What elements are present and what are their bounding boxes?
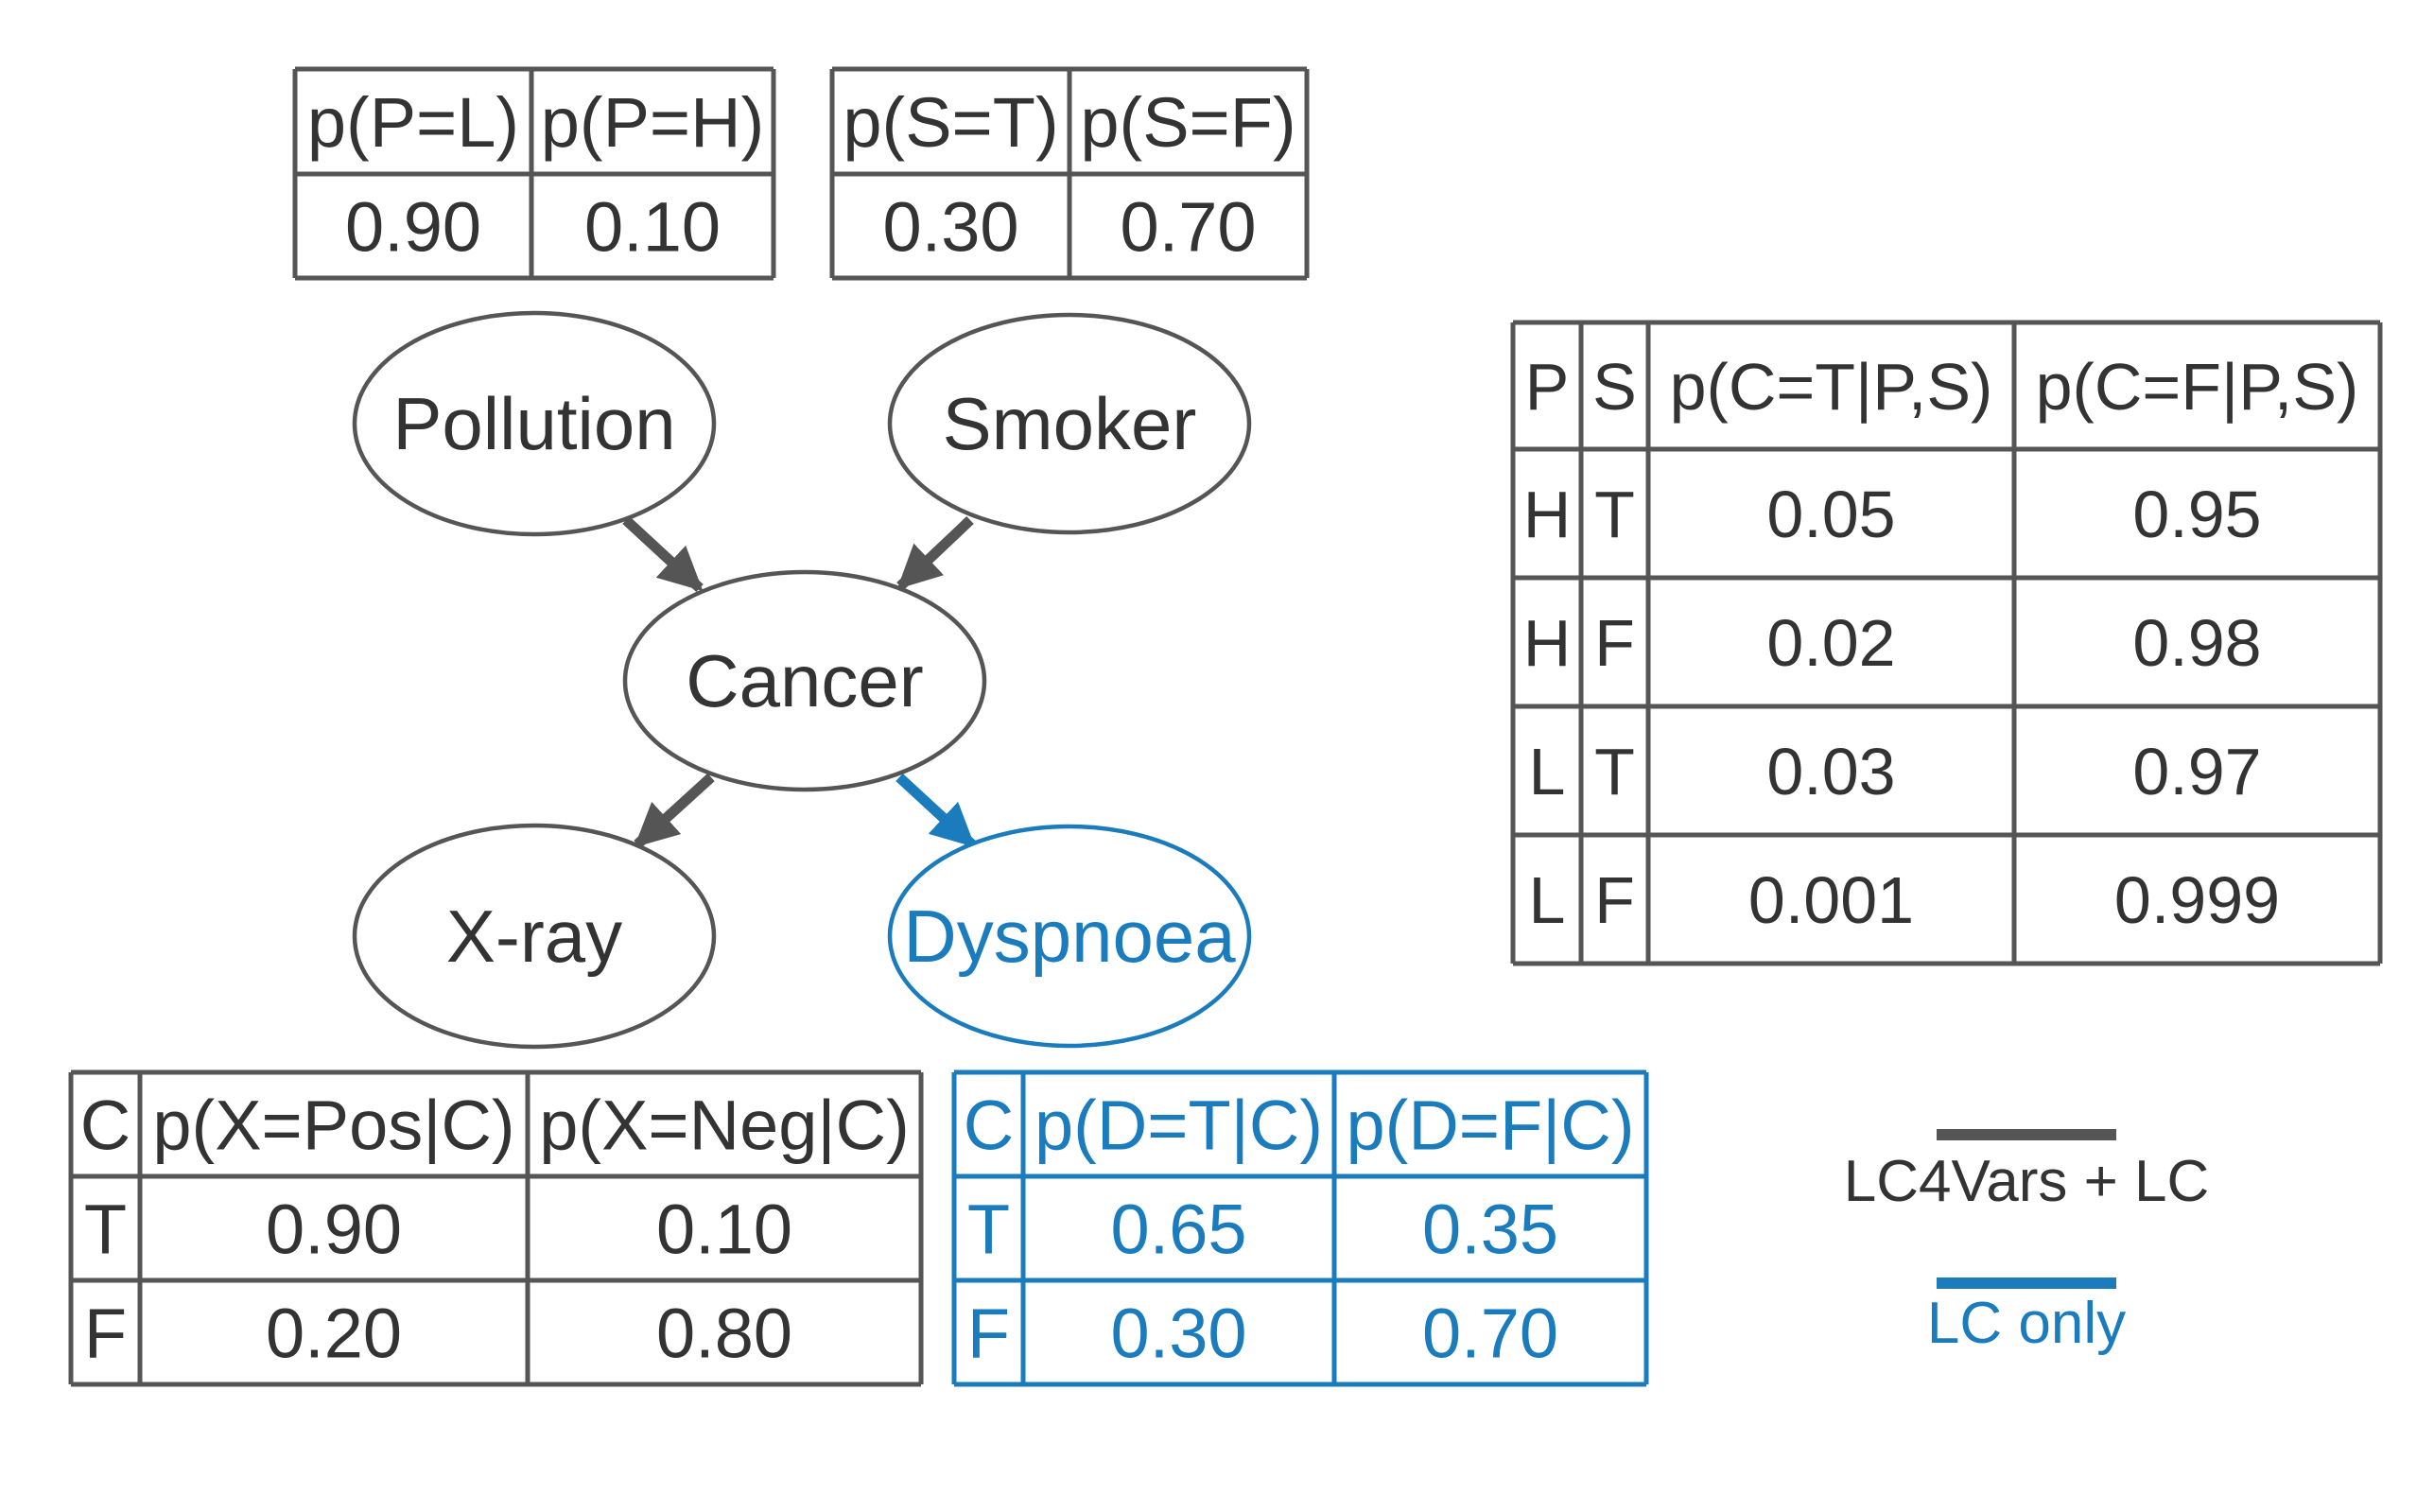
- cpt-cancer-cell: H: [1523, 606, 1572, 680]
- cpt-pollution-header-cell: p(P=L): [307, 83, 519, 162]
- cpt-xray-header-cell: C: [80, 1086, 130, 1165]
- cpt-cancer-cell: L: [1529, 735, 1566, 808]
- cpt-cancer-cell: F: [1594, 606, 1635, 680]
- cpt-cancer-cell: L: [1529, 863, 1566, 937]
- legend-label: LC4Vars + LC: [1844, 1149, 2210, 1214]
- cpt-cancer-cell: 0.02: [1766, 606, 1895, 680]
- cpt-xray-header-cell: p(X=Neg|C): [539, 1086, 909, 1165]
- cpt-pollution-cell: 0.10: [584, 188, 721, 267]
- cpt-cancer-cell: 0.03: [1766, 735, 1895, 808]
- cpt-pollution-header-cell: p(P=H): [541, 83, 764, 162]
- edge-pollution-cancer: [622, 515, 704, 593]
- node-dyspnoea-label: Dyspnoea: [903, 895, 1236, 978]
- cpt-dyspnoea-cell: 0.65: [1110, 1190, 1246, 1269]
- cpt-cancer-cell: 0.97: [2132, 735, 2261, 808]
- node-cancer-ellipse: [622, 569, 987, 792]
- node-pollution-ellipse: [352, 310, 717, 537]
- node-dyspnoea-ellipse: [887, 824, 1252, 1049]
- cpt-xray-cell: 0.80: [656, 1295, 792, 1373]
- legend: LC4Vars + LC LC only: [1844, 1129, 2210, 1356]
- node-dyspnoea: Dyspnoea: [887, 824, 1252, 1049]
- legend-label: LC only: [1927, 1291, 2126, 1356]
- node-pollution-label: Pollution: [392, 382, 675, 465]
- cpt-cancer-cell: 0.999: [2114, 863, 2280, 937]
- node-pollution: Pollution: [352, 310, 717, 537]
- cpt-dyspnoea-cell: 0.70: [1422, 1295, 1558, 1373]
- cpt-cancer-cell: 0.95: [2132, 478, 2261, 551]
- edge-cancer-xray: [634, 773, 715, 849]
- node-cancer-label: Cancer: [686, 639, 923, 722]
- legend-item-lc-only: LC only: [1927, 1277, 2126, 1356]
- node-smoker: Smoker: [887, 312, 1252, 535]
- cpt-dyspnoea-header-cell: C: [964, 1086, 1014, 1165]
- node-smoker-ellipse: [887, 312, 1252, 535]
- node-cancer: Cancer: [622, 569, 987, 792]
- cpt-xray-cell: F: [84, 1295, 127, 1373]
- cpt-xray-cell: 0.90: [266, 1190, 402, 1269]
- cpt-smoker-cell: 0.70: [1120, 188, 1256, 267]
- node-xray-ellipse: [352, 823, 717, 1050]
- cpt-pollution-cell: 0.90: [345, 188, 481, 267]
- legend-item-lc4vars-lc: LC4Vars + LC: [1844, 1129, 2210, 1214]
- edges-layer: [622, 515, 976, 849]
- cpt-dyspnoea-cell: 0.35: [1422, 1190, 1558, 1269]
- cpt-xray-cell: 0.20: [266, 1295, 402, 1373]
- cpt-xray-cell: 0.10: [656, 1190, 792, 1269]
- edge-cancer-dyspnoea: [895, 773, 976, 849]
- cpt-dyspnoea-header-cell: p(D=T|C): [1034, 1086, 1323, 1165]
- cpt-cancer-cell: 0.001: [1748, 863, 1914, 937]
- node-xray: X-ray: [352, 823, 717, 1050]
- cpt-xray-cell: T: [84, 1190, 127, 1269]
- cpt-cancer-header-cell: P: [1525, 350, 1570, 424]
- tables-layer: p(P=L) p(P=H) 0.90 0.10 p(S=T) p(S=F) 0.30 0.70…: [68, 66, 2383, 1387]
- cpt-smoker: p(S=T) p(S=F) 0.30 0.70: [829, 66, 1310, 281]
- cpt-cancer-cell: F: [1594, 863, 1635, 937]
- node-xray-label: X-ray: [446, 895, 622, 978]
- cpt-pollution: p(P=L) p(P=H) 0.90 0.10: [292, 66, 776, 281]
- cpt-dyspnoea-cell: T: [967, 1190, 1010, 1269]
- cpt-cancer-cell: T: [1594, 735, 1635, 808]
- cpt-dyspnoea-header-cell: p(D=F|C): [1347, 1086, 1635, 1165]
- cpt-cancer-cell: 0.05: [1766, 478, 1895, 551]
- cpt-xray-header-cell: p(X=Pos|C): [152, 1086, 514, 1165]
- cpt-dyspnoea-cell: 0.30: [1110, 1295, 1246, 1373]
- cpt-cancer-header-cell: S: [1592, 350, 1637, 424]
- cpt-smoker-header-cell: p(S=F): [1080, 83, 1295, 162]
- cpt-cancer-header-cell: p(C=F|P,S): [2036, 350, 2359, 424]
- node-smoker-label: Smoker: [943, 382, 1197, 465]
- cpt-cancer-cell: H: [1523, 478, 1572, 551]
- edge-smoker-cancer: [896, 516, 974, 590]
- cpt-smoker-header-cell: p(S=T): [843, 83, 1058, 162]
- cpt-cancer-cell: 0.98: [2132, 606, 2261, 680]
- cpt-dyspnoea-cell: F: [967, 1295, 1010, 1373]
- cpt-cancer-cell: T: [1594, 478, 1635, 551]
- cpt-cancer-header-cell: p(C=T|P,S): [1670, 350, 1993, 424]
- cpt-smoker-cell: 0.30: [882, 188, 1018, 267]
